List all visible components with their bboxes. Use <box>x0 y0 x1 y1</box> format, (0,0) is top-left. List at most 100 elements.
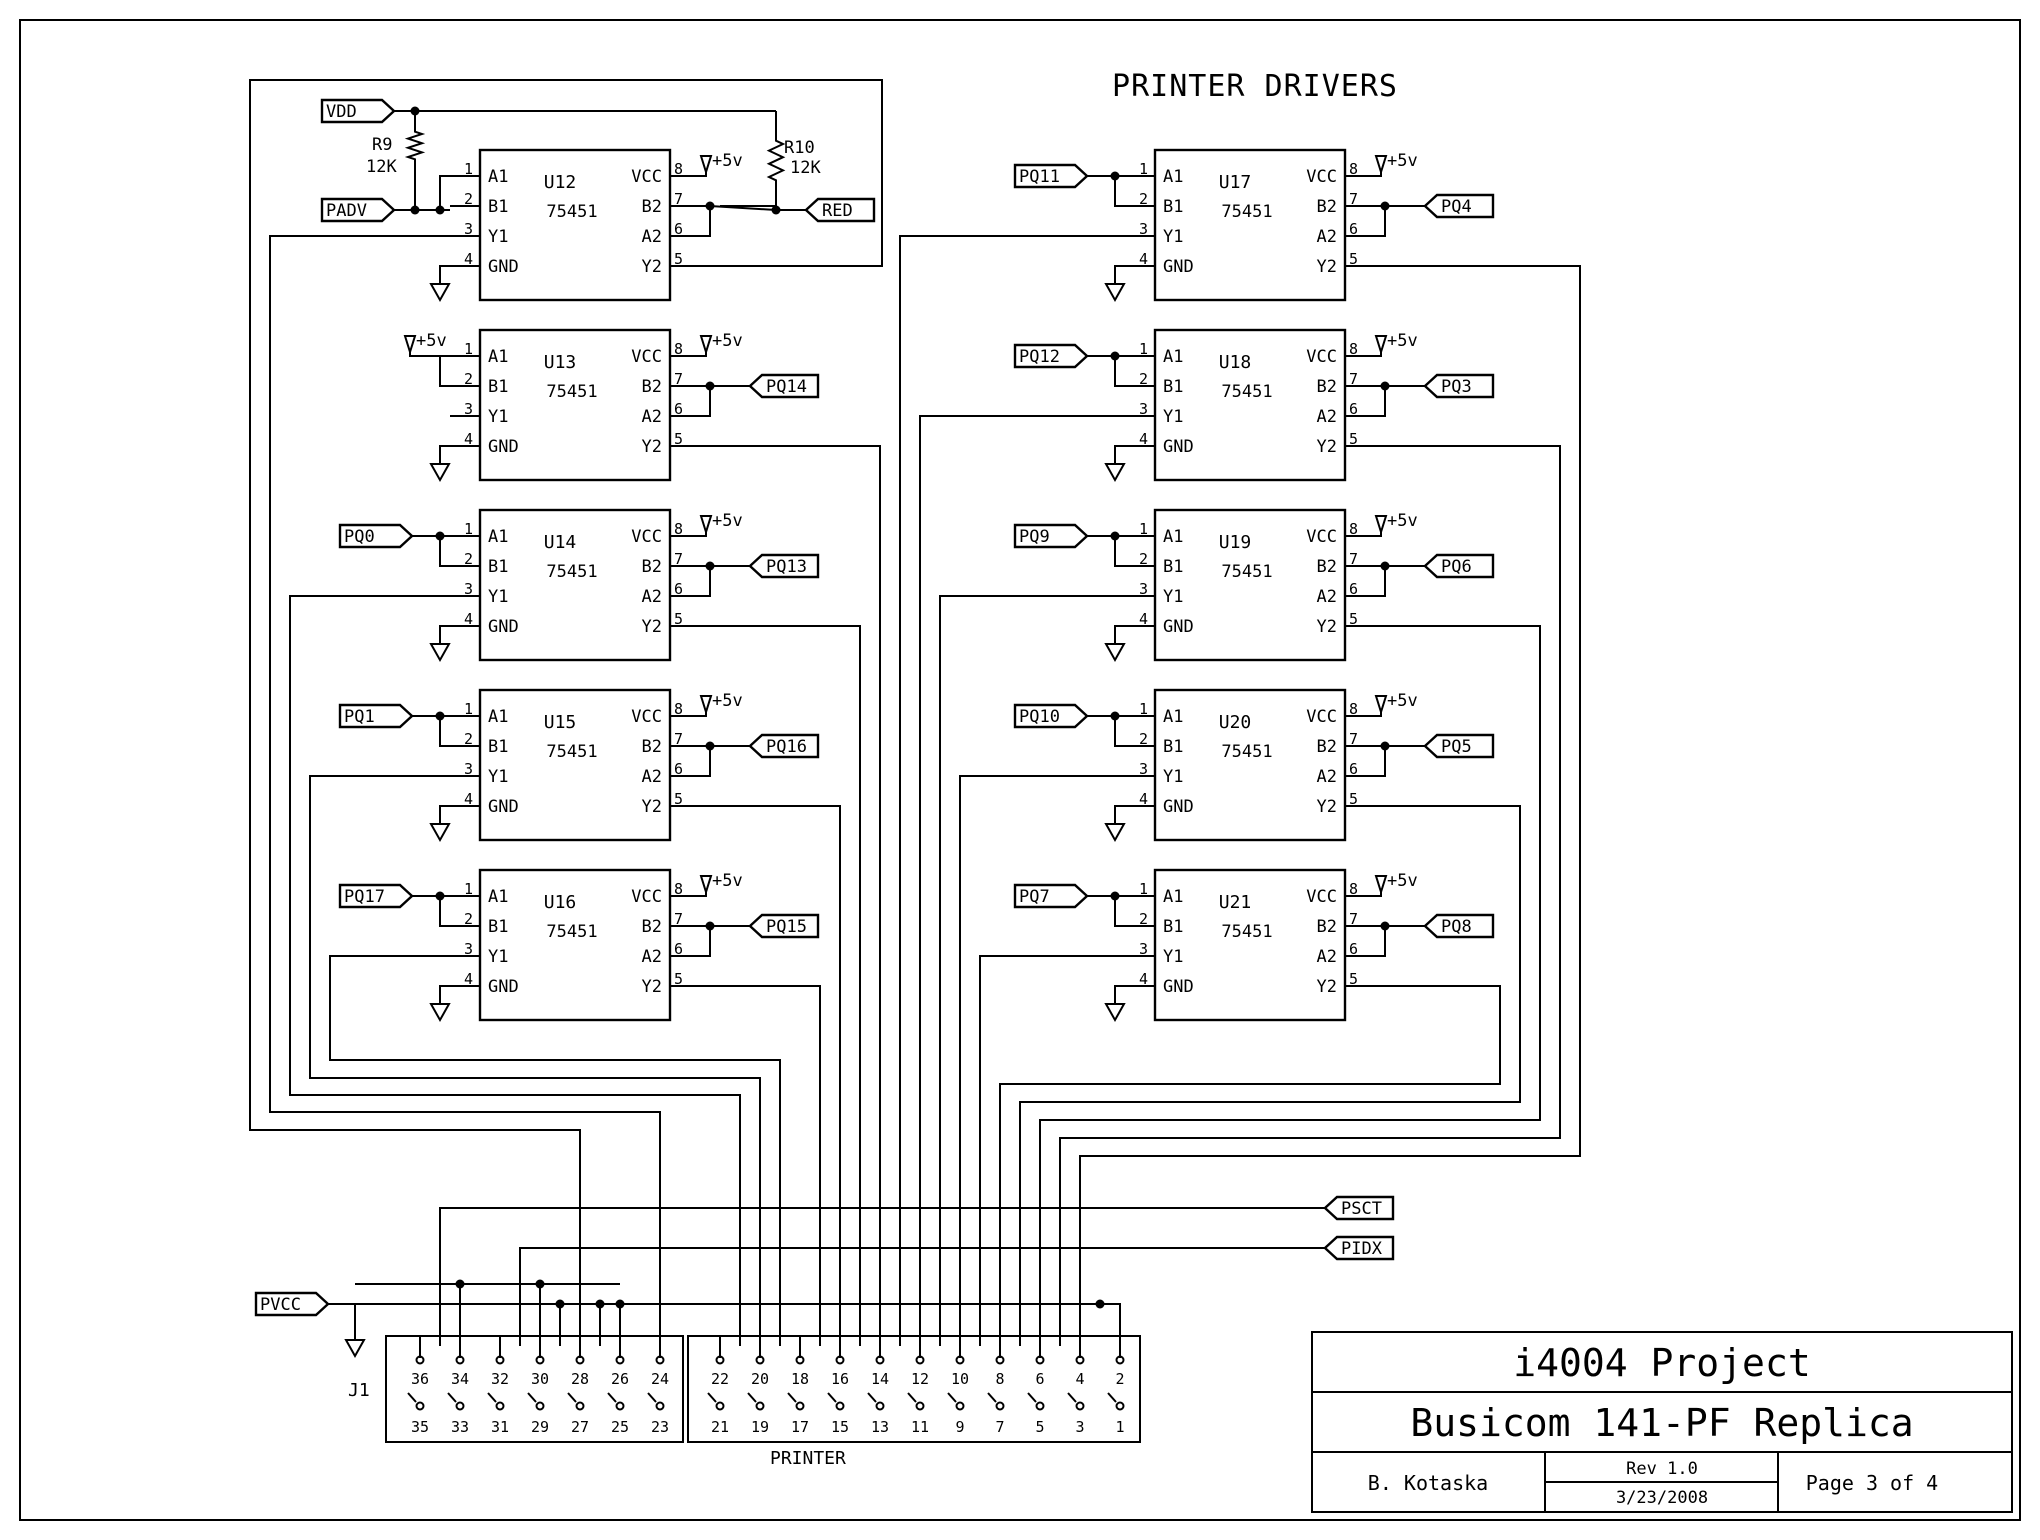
wire <box>1114 536 1125 567</box>
chip-ref: U16 <box>544 892 577 913</box>
pin-label: Y2 <box>1317 257 1337 277</box>
pin-label: B1 <box>488 917 508 937</box>
connector-pin-contact <box>955 1401 965 1411</box>
connector-right-body <box>687 1335 1141 1443</box>
pin-number: 6 <box>674 220 683 238</box>
revision: Rev 1.0 <box>1626 1459 1698 1479</box>
pin-number: 5 <box>1349 610 1358 628</box>
wire <box>1019 805 1521 1346</box>
power-label: +5v <box>1387 151 1418 171</box>
net-label-pq3: PQ3 <box>1423 373 1495 399</box>
pin-number: 7 <box>1349 910 1358 928</box>
connector-pin-lead <box>567 1392 577 1403</box>
pin-label: Y1 <box>488 407 508 427</box>
pin-label: GND <box>1163 257 1194 277</box>
pin-label: B1 <box>1163 197 1183 217</box>
pin-number: 7 <box>1349 730 1358 748</box>
ground-symbol <box>429 270 451 303</box>
title-block: i4004 Project Busicom 141-PF Replica B. … <box>1311 1331 2013 1513</box>
wire <box>1114 176 1125 207</box>
pin-number: 8 <box>674 160 683 178</box>
net-label-pq1: PQ1 <box>338 703 414 729</box>
pin-number: 2 <box>464 910 473 928</box>
connector-pin-contact <box>495 1401 505 1411</box>
power-symbol: +5v <box>699 691 743 716</box>
pin-number: 4 <box>1139 430 1148 448</box>
svg-text:PQ3: PQ3 <box>1441 377 1472 397</box>
chip-body <box>478 508 672 662</box>
chip-body <box>1153 148 1347 302</box>
chip-part: 75451 <box>546 382 597 402</box>
svg-text:PQ5: PQ5 <box>1441 737 1472 757</box>
junction-dot <box>1095 1299 1105 1309</box>
pin-label: A2 <box>1317 947 1337 967</box>
connector-pin-lead <box>707 1392 717 1403</box>
wire <box>700 712 707 717</box>
pin-number: 2 <box>1139 370 1148 388</box>
wire <box>700 352 707 357</box>
power-symbol: +5v <box>1374 871 1418 896</box>
wire <box>1114 716 1125 747</box>
pin-label: GND <box>488 437 519 457</box>
pin-number: 5 <box>674 610 683 628</box>
pin-number: 2 <box>464 190 473 208</box>
pin-number: 6 <box>1349 940 1358 958</box>
wire <box>439 445 450 450</box>
wire <box>439 536 450 567</box>
connector-pin-number: 18 <box>791 1370 809 1388</box>
net-label-pq4: PQ4 <box>1423 193 1495 219</box>
connector-pin-lead <box>947 1392 957 1403</box>
author: B. Kotaska <box>1368 1471 1488 1495</box>
chip-part: 75451 <box>546 562 597 582</box>
wire <box>1375 565 1386 597</box>
connector-pin-contact <box>615 1401 625 1411</box>
pin-label: B2 <box>1317 197 1337 217</box>
connector-pin-contact <box>1115 1401 1125 1411</box>
connector-pin-contact <box>455 1401 465 1411</box>
connector-pin-contact <box>1035 1355 1045 1365</box>
pin-label: VCC <box>1306 347 1337 367</box>
junction-dot <box>435 711 445 721</box>
pin-label: A1 <box>488 887 508 907</box>
connector-pin-contact <box>495 1355 505 1365</box>
wire <box>1375 385 1386 417</box>
connector-pin-number: 10 <box>951 1370 969 1388</box>
net-label-pq16: PQ16 <box>748 733 820 759</box>
pin-number: 3 <box>1139 760 1148 778</box>
connector-pin-lead <box>647 1392 657 1403</box>
wire <box>700 445 881 1346</box>
pin-number: 2 <box>1139 730 1148 748</box>
pin-number: 8 <box>1349 700 1358 718</box>
pin-number: 4 <box>464 250 473 268</box>
svg-text:PQ1: PQ1 <box>344 707 375 727</box>
pin-label: A1 <box>488 167 508 187</box>
power-symbol: +5v <box>699 871 743 896</box>
connector-pin-number: 15 <box>831 1418 849 1436</box>
pin-label: Y1 <box>1163 407 1183 427</box>
net-label-pq14: PQ14 <box>748 373 820 399</box>
wire <box>329 955 781 1346</box>
wire <box>700 205 711 237</box>
power-label: +5v <box>712 331 743 351</box>
ground-symbol <box>429 630 451 663</box>
net-label-pq9: PQ9 <box>1013 523 1089 549</box>
net-label-pq17: PQ17 <box>338 883 414 909</box>
wire <box>1375 925 1386 957</box>
pin-label: VCC <box>1306 887 1337 907</box>
svg-text:PQ13: PQ13 <box>766 557 807 577</box>
connector-pin-contact <box>835 1401 845 1411</box>
pin-label: GND <box>1163 437 1194 457</box>
connector-pin-lead <box>987 1392 997 1403</box>
connector-pin-number: 24 <box>651 1370 669 1388</box>
pin-label: Y2 <box>642 617 662 637</box>
pin-label: VCC <box>631 527 662 547</box>
pin-number: 1 <box>464 700 473 718</box>
power-label: +5v <box>1387 511 1418 531</box>
connector-pin-contact <box>655 1355 665 1365</box>
connector-pin-contact <box>995 1401 1005 1411</box>
pin-label: Y2 <box>642 257 662 277</box>
